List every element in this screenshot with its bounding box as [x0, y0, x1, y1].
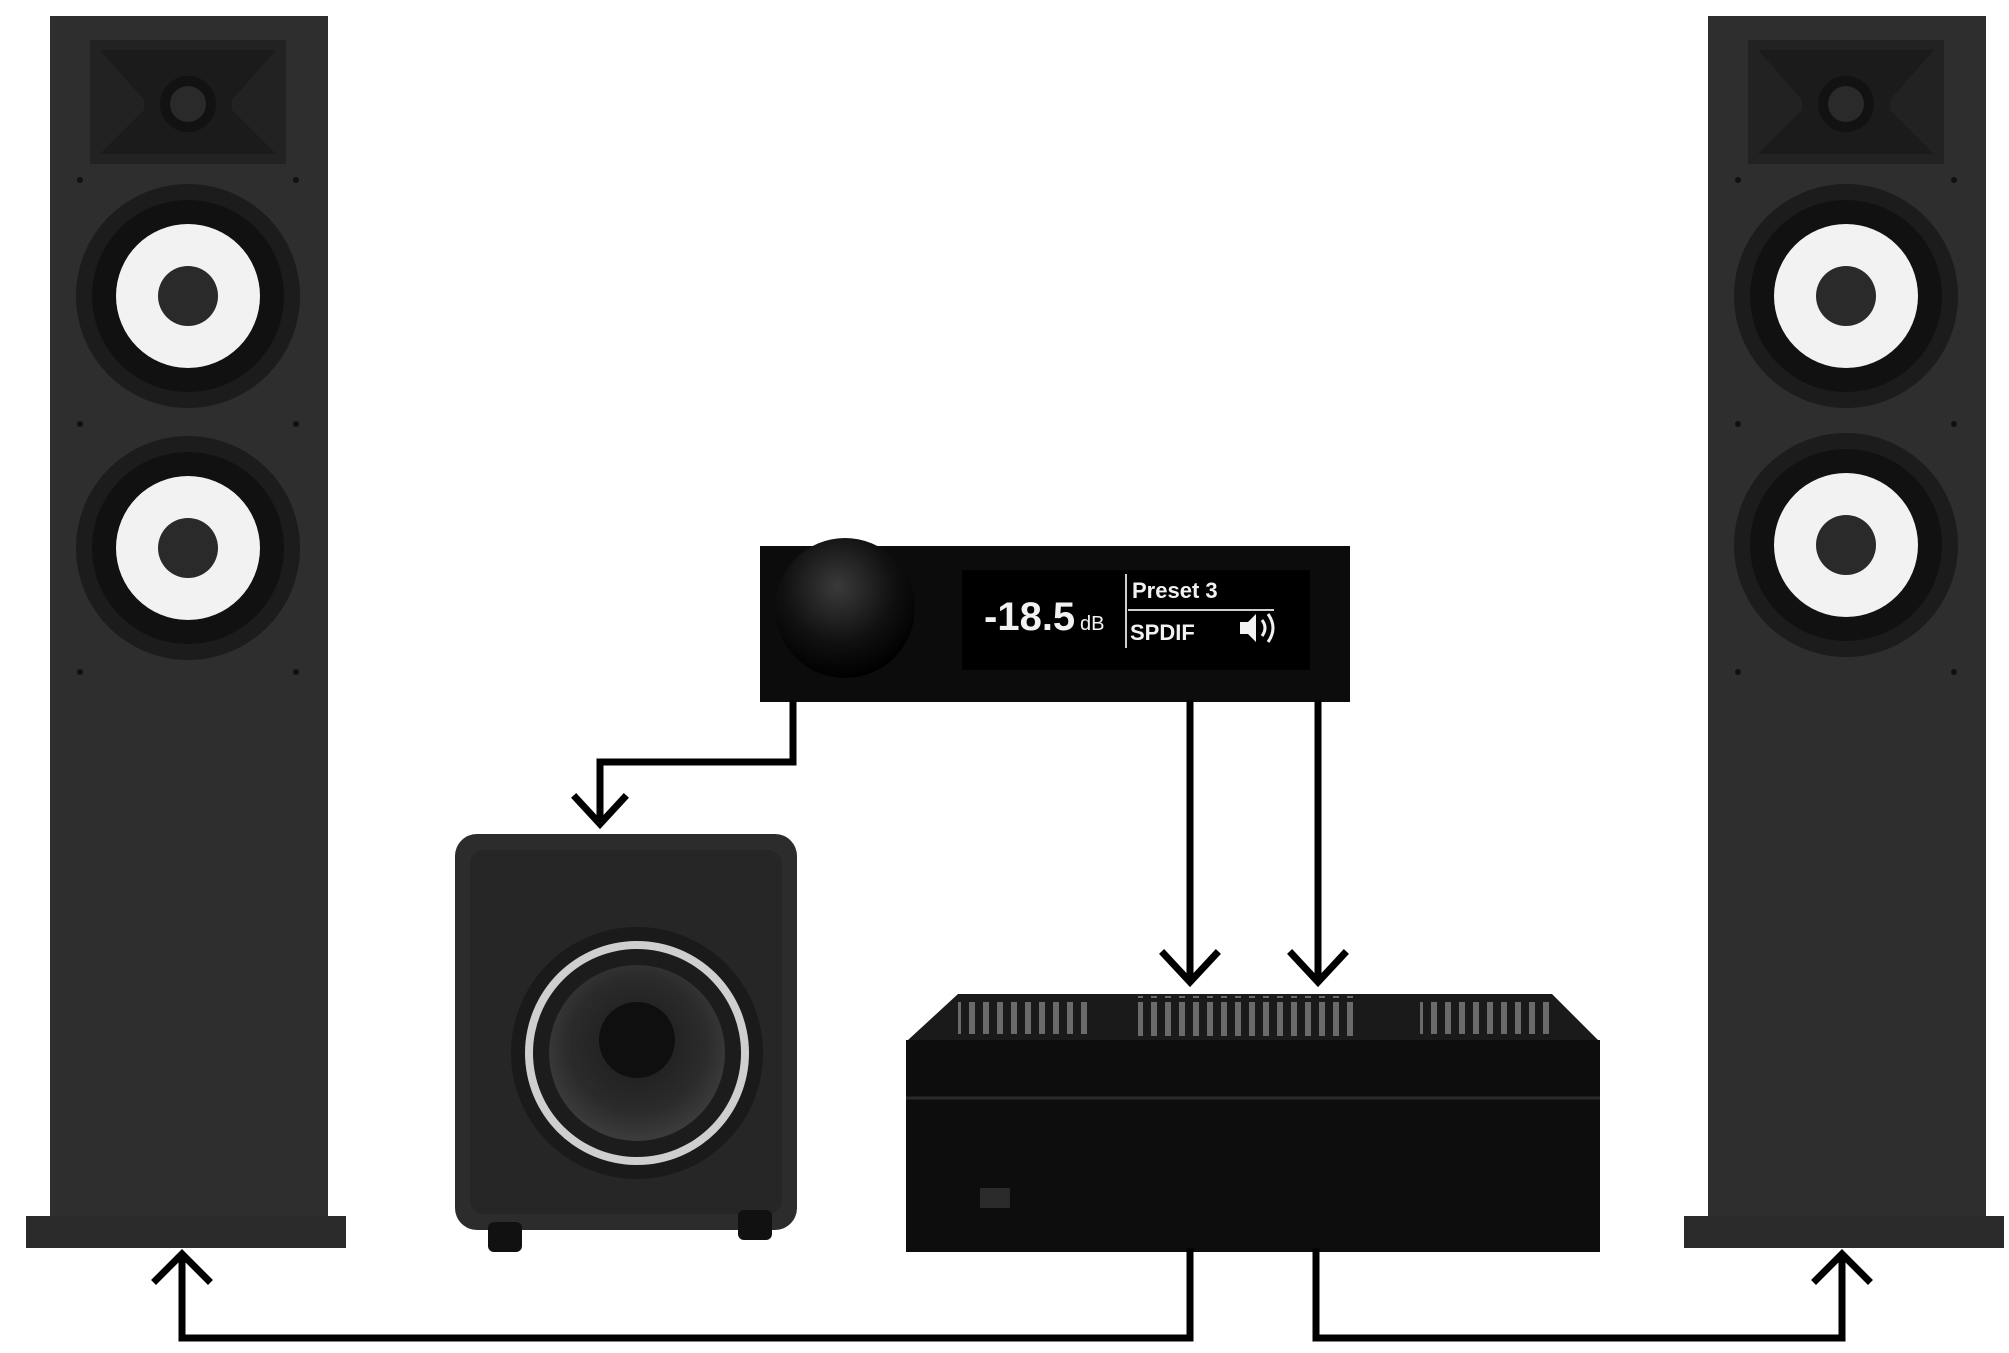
right-upper-woofer: [1734, 184, 1958, 408]
subwoofer-arrowhead: [571, 793, 629, 830]
left-tweeter-horn: [90, 40, 286, 164]
amplifier-arrowhead-2: [1287, 949, 1349, 988]
subwoofer: [455, 834, 797, 1252]
left-speaker-arrowhead: [151, 1249, 213, 1285]
signal-connections: [151, 700, 1873, 1342]
left-speaker-plinth: [26, 1216, 346, 1248]
speaker-volume-icon: [1240, 613, 1275, 643]
amplifier-power-button[interactable]: [980, 1188, 1010, 1208]
dsp-to-subwoofer-line: [596, 700, 797, 824]
right-speaker-arrowhead: [1811, 1249, 1873, 1285]
left-upper-woofer: [76, 184, 300, 408]
amplifier-to-right-speaker-line: [1312, 1248, 1846, 1342]
right-speaker-plinth: [1684, 1216, 2004, 1248]
right-lower-woofer: [1734, 433, 1958, 657]
volume-readout: -18.5: [984, 595, 1075, 639]
volume-knob[interactable]: [775, 538, 915, 678]
left-lower-woofer: [76, 436, 300, 660]
right-tweeter-horn: [1748, 40, 1944, 164]
volume-unit: dB: [1080, 613, 1104, 635]
dsp-preamp-unit: -18.5 dB Preset 3 SPDIF: [760, 538, 1350, 702]
amplifier-to-left-speaker-line: [178, 1248, 1194, 1342]
input-source-label: SPDIF: [1130, 620, 1195, 645]
amplifier-vents-center: [1138, 996, 1360, 1036]
left-tower-speaker: [26, 16, 346, 1248]
power-amplifier: [906, 994, 1600, 1252]
amplifier-arrowhead-1: [1159, 949, 1221, 988]
right-tower-speaker: [1684, 16, 2004, 1248]
amplifier-vents-left: [958, 1000, 1088, 1034]
amplifier-vents-right: [1420, 1000, 1550, 1034]
preset-label: Preset 3: [1132, 578, 1218, 603]
amplifier-body: [906, 1040, 1600, 1252]
